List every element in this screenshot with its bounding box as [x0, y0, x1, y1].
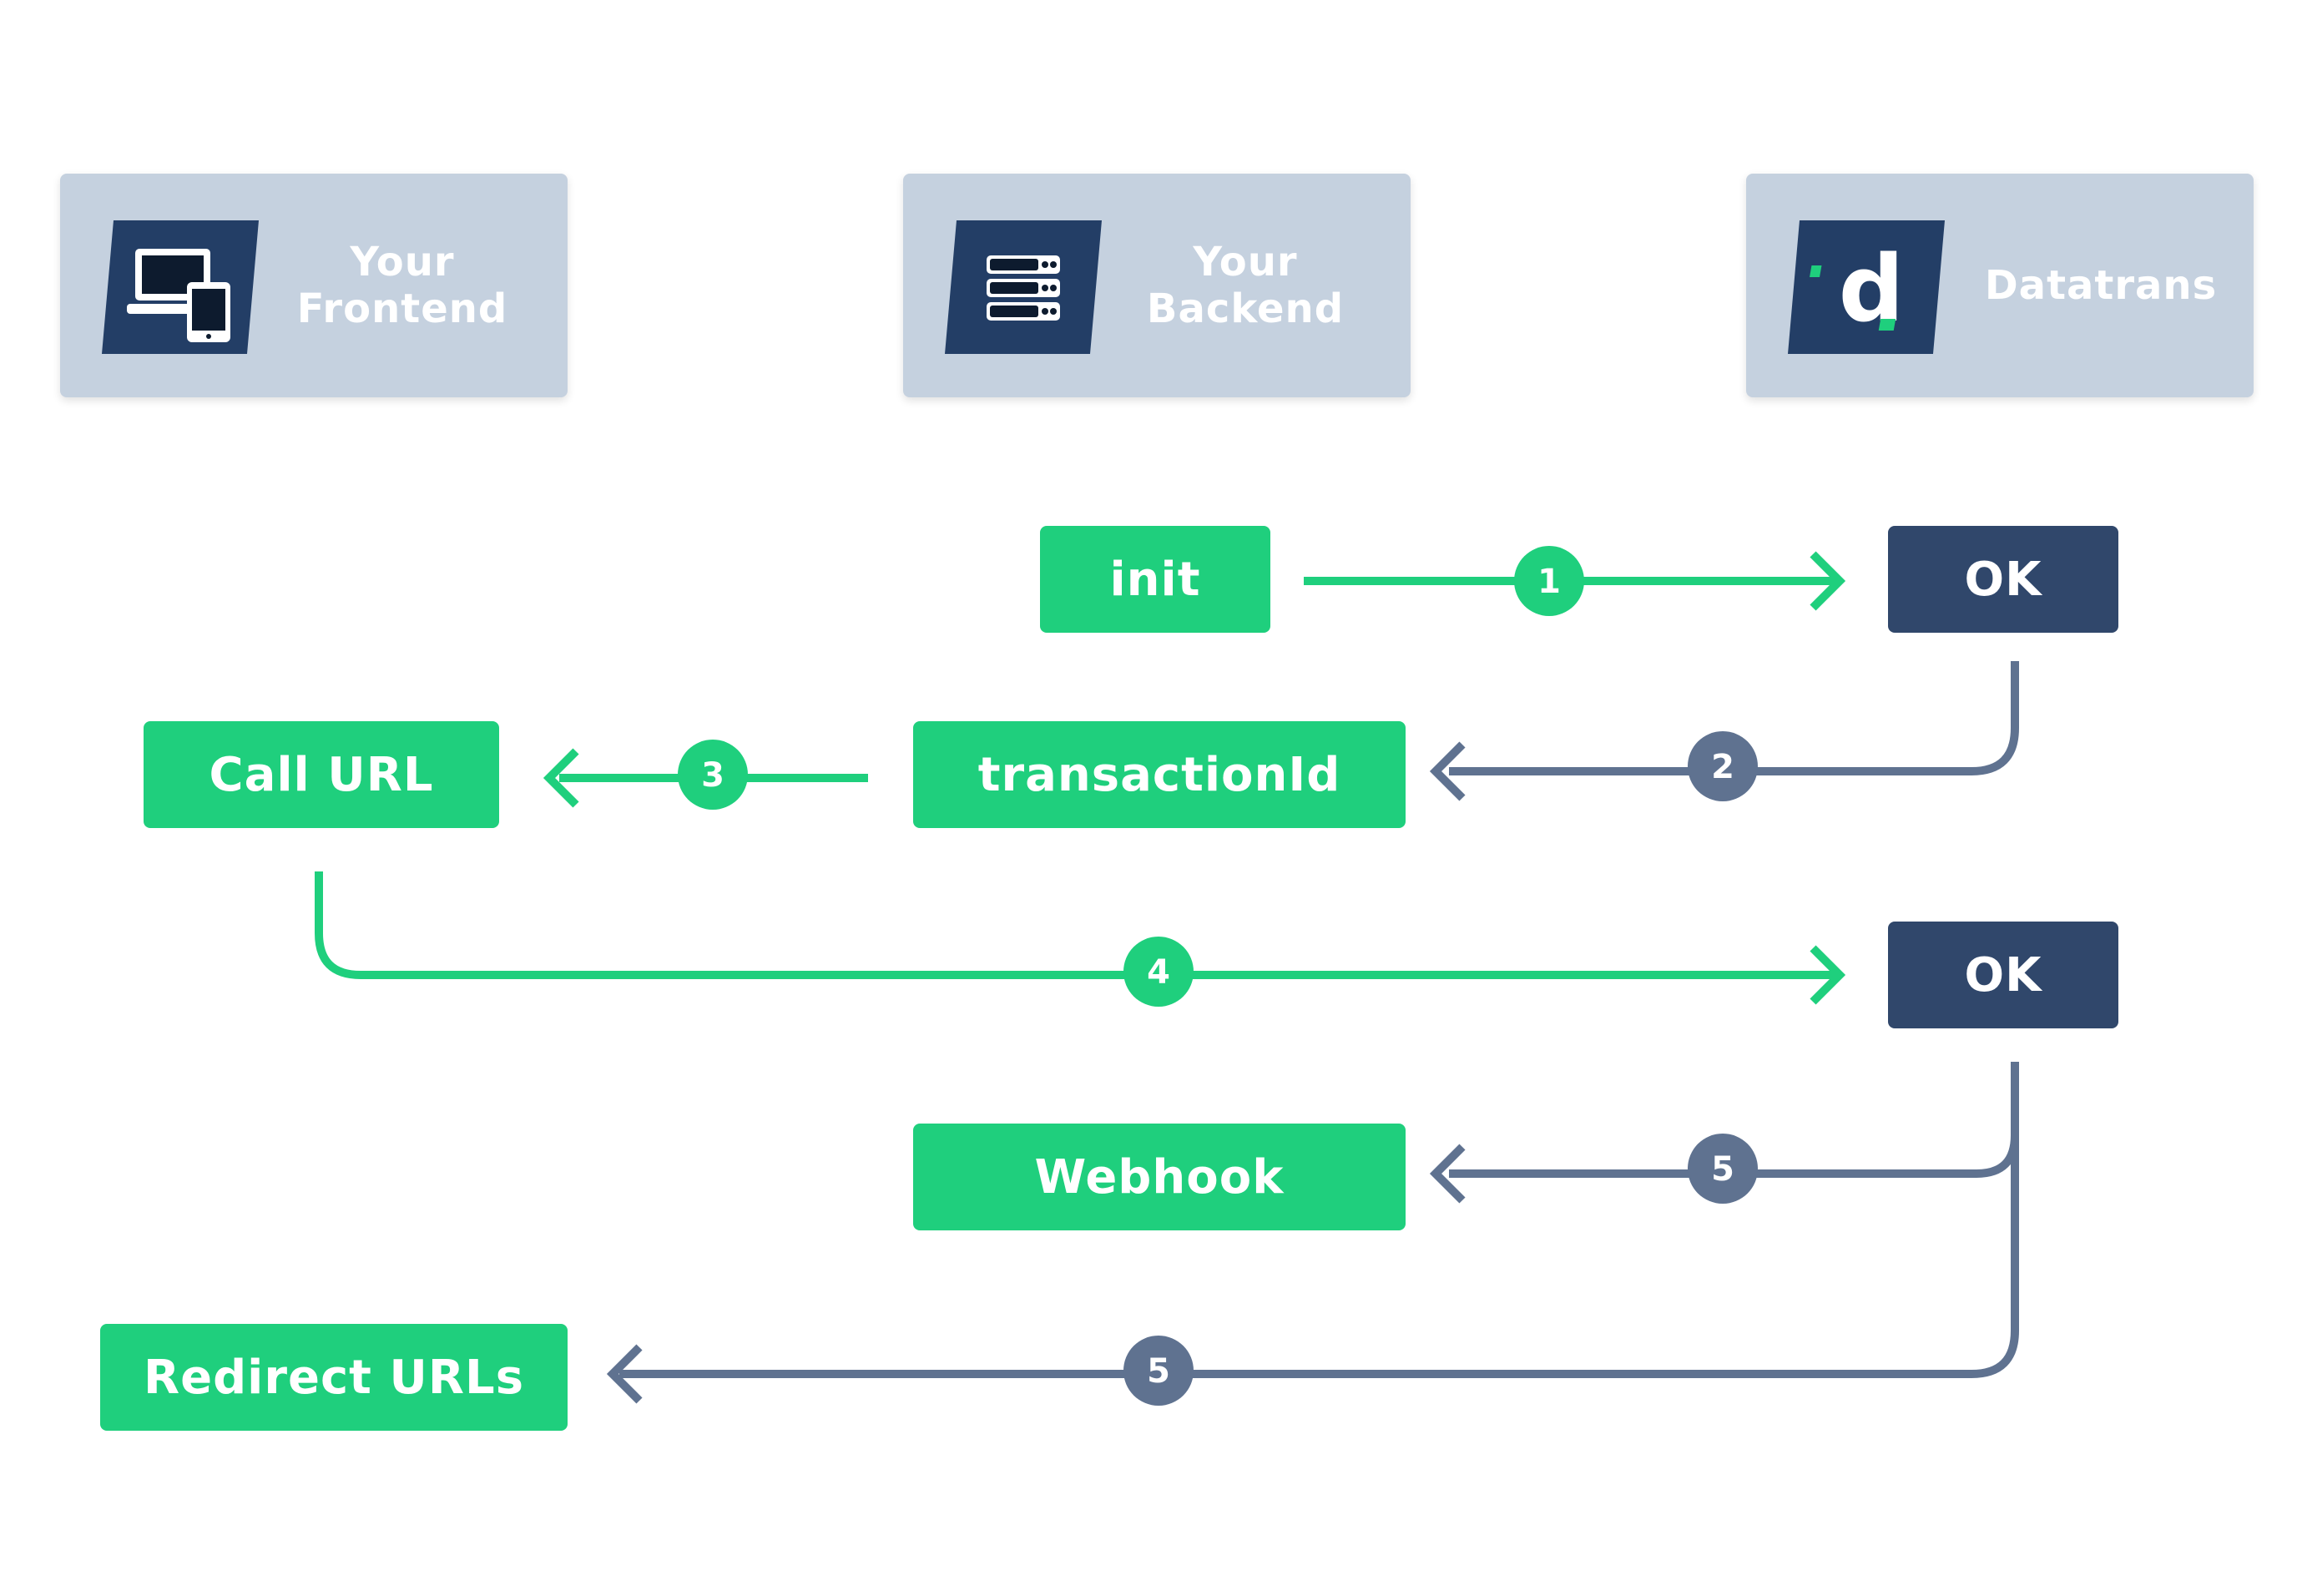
arrow-step-5 — [606, 1062, 2019, 1404]
svg-text:1: 1 — [1537, 563, 1561, 601]
actor-card-frontend: Your Frontend — [60, 174, 568, 397]
step-badge-2: 2 — [1688, 731, 1758, 801]
webhook-box: Webhook — [913, 1124, 1406, 1230]
actor-card-datatrans: d Datatrans — [1746, 174, 2254, 397]
devices-icon — [102, 220, 259, 354]
actor-label-frontend: Your Frontend — [296, 239, 508, 332]
svg-text:2: 2 — [1711, 748, 1734, 786]
svg-text:4: 4 — [1147, 953, 1170, 992]
call-url-box: Call URL — [144, 721, 499, 828]
ok-box-2: OK — [1888, 922, 2118, 1028]
step-badge-1: 1 — [1514, 546, 1584, 616]
transaction-id-box: transactionId — [913, 721, 1406, 828]
arrow-step-2 — [1429, 661, 2019, 801]
actor-card-backend: Your Backend — [903, 174, 1411, 397]
ok-box-1: OK — [1888, 526, 2118, 633]
step-badge-5-webhook: 5 — [1688, 1134, 1758, 1204]
step-badge-3: 3 — [678, 740, 748, 810]
init-box: init — [1040, 526, 1270, 633]
svg-text:5: 5 — [1711, 1150, 1734, 1189]
step-badge-5-redirect: 5 — [1123, 1336, 1194, 1406]
svg-text:5: 5 — [1147, 1352, 1170, 1391]
actor-label-backend: Your Backend — [1146, 239, 1345, 332]
actor-label-datatrans: Datatrans — [1984, 262, 2218, 309]
step-badge-4: 4 — [1123, 937, 1194, 1007]
datatrans-logo-icon: d — [1788, 220, 1945, 354]
server-icon — [945, 220, 1102, 354]
arrow-step-4 — [315, 871, 1846, 1005]
svg-text:3: 3 — [701, 756, 724, 795]
redirect-urls-box: Redirect URLs — [100, 1324, 568, 1431]
